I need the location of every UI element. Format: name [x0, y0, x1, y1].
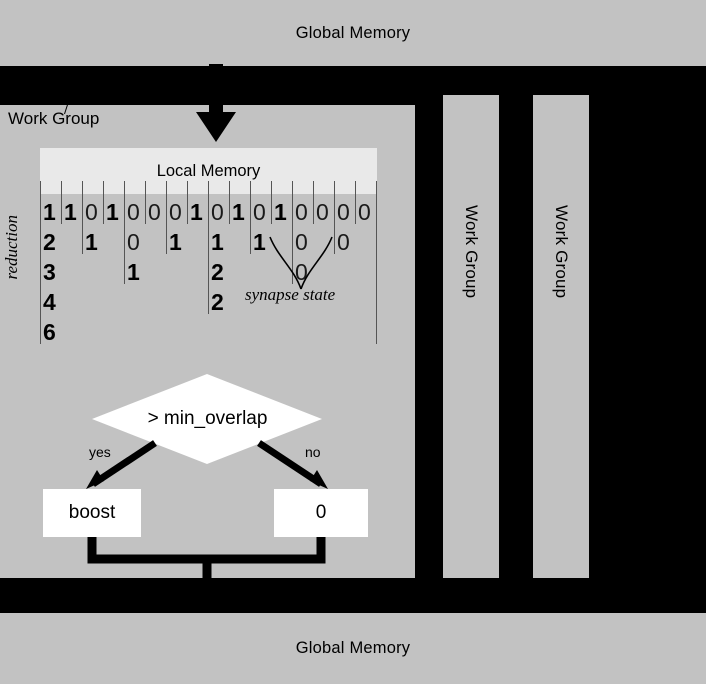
grid-separator-line: [166, 181, 167, 254]
reduction-cell: 1: [85, 228, 98, 255]
reduction-cell: 0: [337, 228, 350, 255]
grid-separator-line: [271, 181, 272, 224]
reduction-cell: 2: [43, 228, 56, 255]
reduction-cell: 4: [43, 288, 56, 315]
reduction-cell: 1: [253, 228, 266, 255]
reduction-cell: 0: [358, 198, 371, 225]
reduction-cell: 3: [43, 258, 56, 285]
global-memory-top-label: Global Memory: [295, 23, 411, 42]
reduction-cell: 0: [337, 198, 350, 225]
grid-separator-line: [292, 181, 293, 284]
work-group-3: Work Group: [533, 95, 589, 578]
synapse-state-callout-icon: [269, 236, 333, 290]
flowchart-graphics: [86, 374, 328, 578]
reduction-cell: 1: [64, 198, 77, 225]
reduction-cell: 0: [127, 198, 140, 225]
decision-diamond: [92, 374, 322, 464]
global-to-local-arrow-icon: [196, 64, 236, 142]
reduction-cell: 1: [106, 198, 119, 225]
synapse-state-label: synapse state: [245, 285, 336, 304]
grid-separator-line: [40, 181, 41, 344]
reduction-cell: 1: [232, 198, 245, 225]
grid-separator-line: [124, 181, 125, 284]
reduction-cell: 6: [43, 318, 56, 345]
grid-separator-line: [229, 181, 230, 224]
grid-separator-line: [61, 181, 62, 224]
reduction-cell: 0: [316, 198, 329, 225]
reduction-cell: 0: [295, 228, 308, 255]
work-group-2: Work Group: [443, 95, 499, 578]
grid-separator-line: [376, 181, 377, 344]
reduction-cell: 1: [169, 228, 182, 255]
reduction-row: 3 1 2 0: [40, 257, 376, 287]
edge-label-no: no: [305, 444, 321, 460]
zero-box-label: 0: [315, 502, 327, 523]
global-memory-top: Global Memory: [0, 0, 706, 66]
work-group-3-label: Work Group: [552, 205, 571, 299]
edge-label-yes: yes: [89, 444, 111, 460]
reduction-cell: 0: [253, 198, 266, 225]
grid-separator-line: [103, 181, 104, 224]
grid-separator-line: [250, 181, 251, 254]
grid-separator-line: [313, 181, 314, 224]
reduction-cell: 1: [127, 258, 140, 285]
reduction-cell: 2: [211, 288, 224, 315]
reduction-cell: 0: [211, 198, 224, 225]
grid-separator-line: [355, 181, 356, 224]
boost-box-label: boost: [68, 502, 116, 523]
work-group-2-label: Work Group: [462, 205, 481, 299]
reduction-cell: 2: [211, 258, 224, 285]
global-memory-bottom: Global Memory: [0, 613, 706, 684]
reduction-cell: 1: [190, 198, 203, 225]
reduction-cell: 0: [148, 198, 161, 225]
reduction-cell: 0: [127, 228, 140, 255]
zero-box: 0: [274, 489, 368, 537]
local-memory-label: Local Memory: [156, 161, 261, 180]
reduction-row: 6: [40, 317, 376, 347]
boost-box: boost: [43, 489, 141, 537]
global-memory-bottom-label: Global Memory: [295, 639, 411, 657]
grid-separator-line: [82, 181, 83, 254]
reduction-cell: 0: [295, 198, 308, 225]
grid-separator-line: [145, 181, 146, 224]
reduction-cell: 1: [43, 198, 56, 225]
reduction-cell: 0: [169, 198, 182, 225]
reduction-cell: 1: [274, 198, 287, 225]
reduction-cell: 0: [295, 258, 308, 285]
decision-label: > min_overlap: [147, 408, 268, 429]
reduction-row: 2 1 0 1 1 1 0 0: [40, 227, 376, 257]
grid-separator-line: [187, 181, 188, 224]
reduction-cell: 0: [85, 198, 98, 225]
reduction-cell: 1: [211, 228, 224, 255]
grid-separator-line: [334, 181, 335, 254]
work-group-main-label: Work Group: [8, 109, 100, 128]
grid-separator-line: [208, 181, 209, 314]
